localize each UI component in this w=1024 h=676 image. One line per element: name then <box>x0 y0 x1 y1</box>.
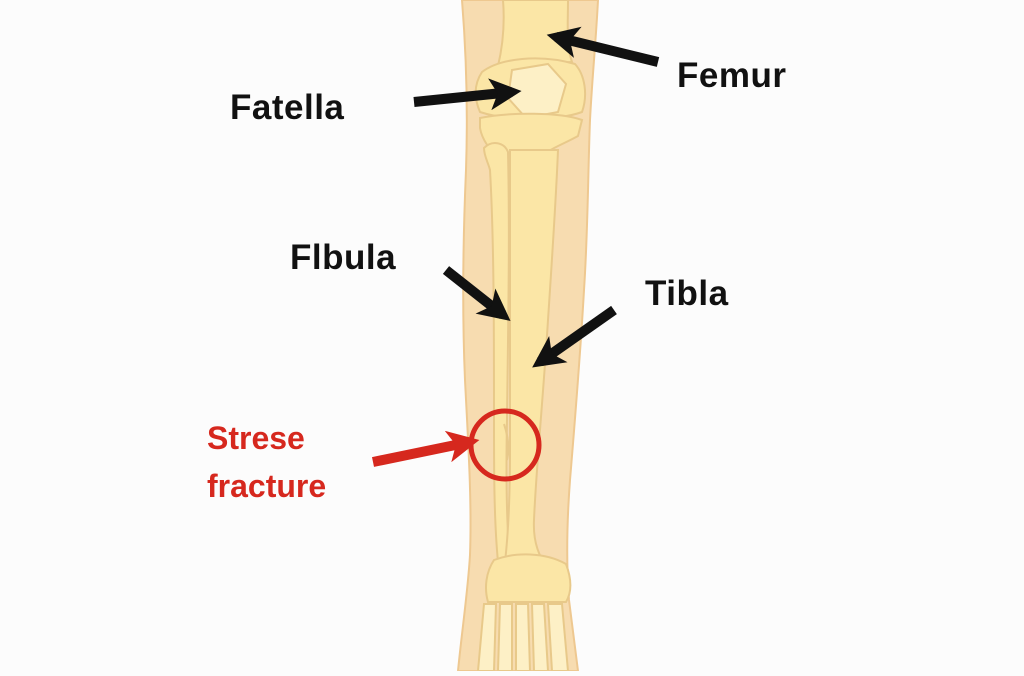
foot-bones <box>476 603 570 672</box>
fracture-label-line1: Strese <box>207 420 305 456</box>
fibula-label: Flbula <box>290 238 397 277</box>
tibia-label: Tibla <box>645 274 729 313</box>
patella-label: Fatella <box>230 88 345 127</box>
femur-bone <box>496 0 574 68</box>
patella-arrow-icon <box>413 78 522 111</box>
femur-arrow-icon <box>546 26 660 67</box>
fracture-label-line2: fracture <box>207 468 327 504</box>
tibia-bone <box>502 149 560 572</box>
fibula-arrow-icon <box>442 266 511 321</box>
ankle-bones <box>485 553 572 603</box>
femur-label: Femur <box>677 56 787 95</box>
tibia-arrow-icon <box>532 305 617 368</box>
fracture-line <box>503 423 510 461</box>
fracture-arrow-icon <box>371 430 480 467</box>
